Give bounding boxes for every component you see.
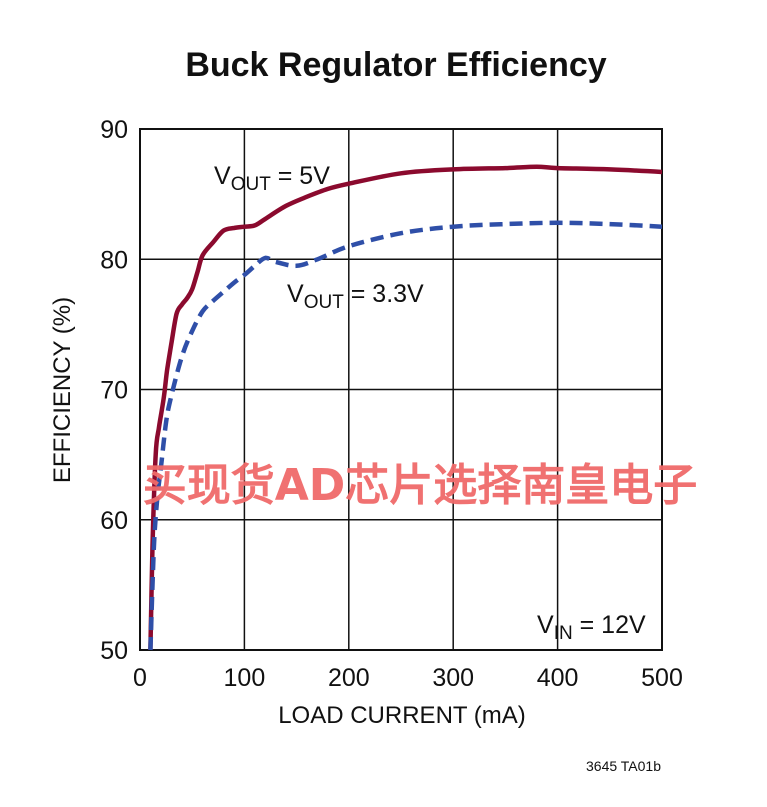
watermark-text: 买现货AD芯片选择南皇电子 [143, 460, 698, 511]
y-tick-label: 60 [100, 507, 128, 535]
chart-title: Buck Regulator Efficiency [185, 46, 606, 84]
x-tick-label: 500 [641, 664, 683, 692]
y-axis-label: EFFICIENCY (%) [49, 297, 76, 483]
series-line-5v [148, 164, 663, 651]
series-line-3v3 [148, 220, 663, 651]
x-axis-label: LOAD CURRENT (mA) [278, 702, 526, 729]
series-label-3v3: VOUT = 3.3V [287, 280, 424, 313]
series-label-5v: VOUT = 5V [214, 162, 330, 195]
x-tick-label: 100 [224, 664, 266, 692]
figure-code: 3645 TA01b [586, 758, 661, 774]
plot-frame [139, 128, 663, 651]
y-tick-label: 90 [100, 116, 128, 144]
series-lines [148, 164, 663, 651]
x-tick-label: 200 [328, 664, 370, 692]
x-tick-labels: 0 100 200 300 400 500 [133, 664, 683, 692]
y-tick-labels: 50 60 70 80 90 [100, 116, 128, 665]
x-tick-label: 400 [537, 664, 579, 692]
y-tick-label: 80 [100, 246, 128, 274]
vin-annotation: VIN = 12V [537, 611, 646, 644]
y-tick-label: 70 [100, 377, 128, 405]
grid-lines [140, 129, 662, 650]
x-tick-label: 0 [133, 664, 147, 692]
y-tick-label: 50 [100, 637, 128, 665]
x-tick-label: 300 [432, 664, 474, 692]
